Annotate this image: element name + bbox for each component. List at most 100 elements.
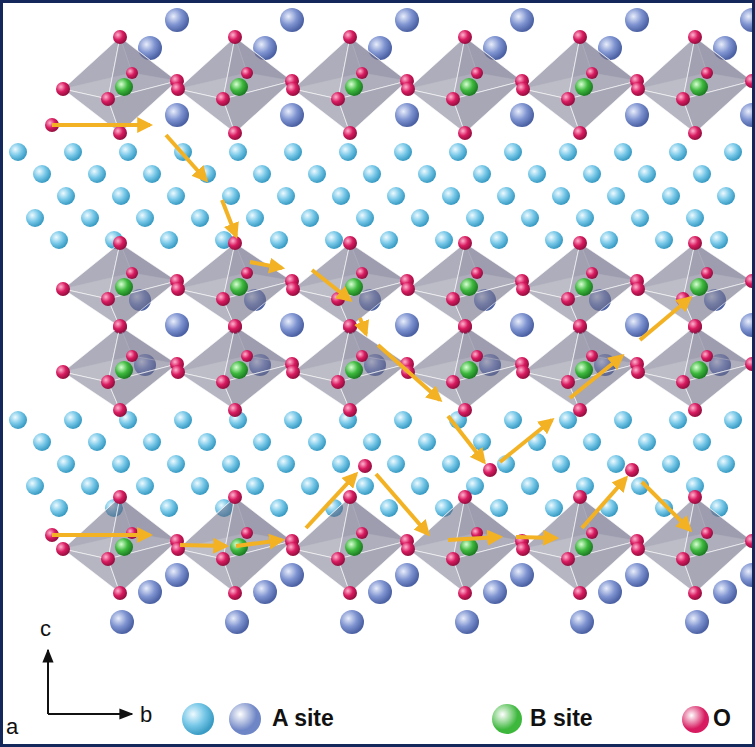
oxygen-atom — [573, 236, 587, 250]
a-site-atom — [395, 8, 419, 32]
a-site-atom — [332, 187, 350, 205]
oxygen-atom — [343, 126, 357, 140]
a-site-atom — [332, 455, 350, 473]
a-site-atom — [521, 477, 539, 495]
b-site-atom — [115, 78, 133, 96]
a-site-atom — [490, 499, 508, 517]
a-site-atom — [387, 187, 405, 205]
oxygen-atom — [676, 375, 690, 389]
oxygen-atom — [113, 126, 127, 140]
oxygen-atom — [343, 586, 357, 600]
c-axis — [47, 650, 49, 714]
a-site-atom — [191, 209, 209, 227]
oxygen-atom — [228, 403, 242, 417]
a-site-atom — [387, 455, 405, 473]
b-site-atom — [345, 78, 363, 96]
oxygen-atom — [56, 282, 70, 296]
oxygen-atom — [483, 463, 497, 477]
oxygen-atom — [573, 403, 587, 417]
oxygen-atom — [286, 82, 300, 96]
oxygen-atom — [343, 30, 357, 44]
oxygen-atom — [561, 552, 575, 566]
a-site-atom — [246, 477, 264, 495]
oxygen-atom — [561, 292, 575, 306]
migration-arrow — [378, 345, 440, 400]
a-site-atom — [497, 187, 515, 205]
a-site-atom — [655, 231, 673, 249]
a-site-atom — [325, 231, 343, 249]
oxygen-atom — [241, 527, 253, 539]
oxygen-atom — [458, 236, 472, 250]
axis-label: c — [40, 618, 51, 640]
oxygen-atom — [356, 527, 368, 539]
a-site-atom — [625, 563, 649, 587]
a-site-atom — [638, 433, 656, 451]
oxygen-atom — [471, 350, 483, 362]
oxygen-atom — [228, 30, 242, 44]
a-site-atom — [198, 433, 216, 451]
a-site-atom — [449, 143, 467, 161]
oxygen-atom — [458, 319, 472, 333]
a-site-atom — [57, 187, 75, 205]
oxygen-atom — [625, 463, 639, 477]
oxygen-atom — [286, 282, 300, 296]
oxygen-atom — [471, 67, 483, 79]
oxygen-atom — [516, 365, 530, 379]
oxygen-atom — [631, 282, 645, 296]
a-site-atom — [339, 143, 357, 161]
oxygen-atom — [745, 357, 755, 371]
oxygen-atom — [401, 82, 415, 96]
oxygen-atom — [745, 74, 755, 88]
a-site-atom — [280, 563, 304, 587]
migration-arrow — [250, 262, 282, 268]
octahedron-face — [178, 549, 235, 593]
b-site-atom — [115, 278, 133, 296]
a-site-atom — [280, 8, 304, 32]
a-site-atom — [50, 499, 68, 517]
a-site-atom — [510, 313, 534, 337]
a-site-atom — [136, 209, 154, 227]
b-site-atom — [345, 538, 363, 556]
a-site-atom — [395, 563, 419, 587]
oxygen-atom — [458, 490, 472, 504]
oxygen-atom — [228, 490, 242, 504]
oxygen-atom — [241, 267, 253, 279]
a-site-atom — [510, 563, 534, 587]
a-site-atom — [160, 231, 178, 249]
a-site-atom — [600, 231, 618, 249]
oxygen-atom — [343, 319, 357, 333]
migration-arrow — [642, 482, 690, 530]
a-site-atom — [280, 103, 304, 127]
oxygen-atom — [458, 586, 472, 600]
a-site-atom — [253, 580, 277, 604]
b-site-atom — [115, 538, 133, 556]
a-site-atom — [552, 187, 570, 205]
a-site-atom — [510, 103, 534, 127]
b-site-atom — [690, 538, 708, 556]
a-site-atom — [559, 143, 577, 161]
a-site-atom — [165, 563, 189, 587]
oxygen-atom — [331, 92, 345, 106]
oxygen-atom — [573, 30, 587, 44]
oxygen-atom — [101, 552, 115, 566]
a-site-atom — [165, 8, 189, 32]
oxygen-atom — [356, 67, 368, 79]
a-site-atom — [64, 411, 82, 429]
a-site-atom — [411, 209, 429, 227]
oxygen-atom — [286, 365, 300, 379]
oxygen-atom — [701, 267, 713, 279]
a-site-atom — [33, 165, 51, 183]
oxygen-atom — [631, 365, 645, 379]
b-site-atom — [690, 78, 708, 96]
migration-arrow — [448, 416, 484, 462]
a-site-atom — [340, 610, 364, 634]
oxygen-atom — [631, 82, 645, 96]
octahedron-face — [178, 89, 235, 133]
legend-label: O — [713, 707, 731, 730]
b-site-atom — [345, 278, 363, 296]
oxygen-atom — [573, 126, 587, 140]
a-site-atom — [717, 187, 735, 205]
a-site-atom — [57, 455, 75, 473]
a-site-atom — [165, 313, 189, 337]
